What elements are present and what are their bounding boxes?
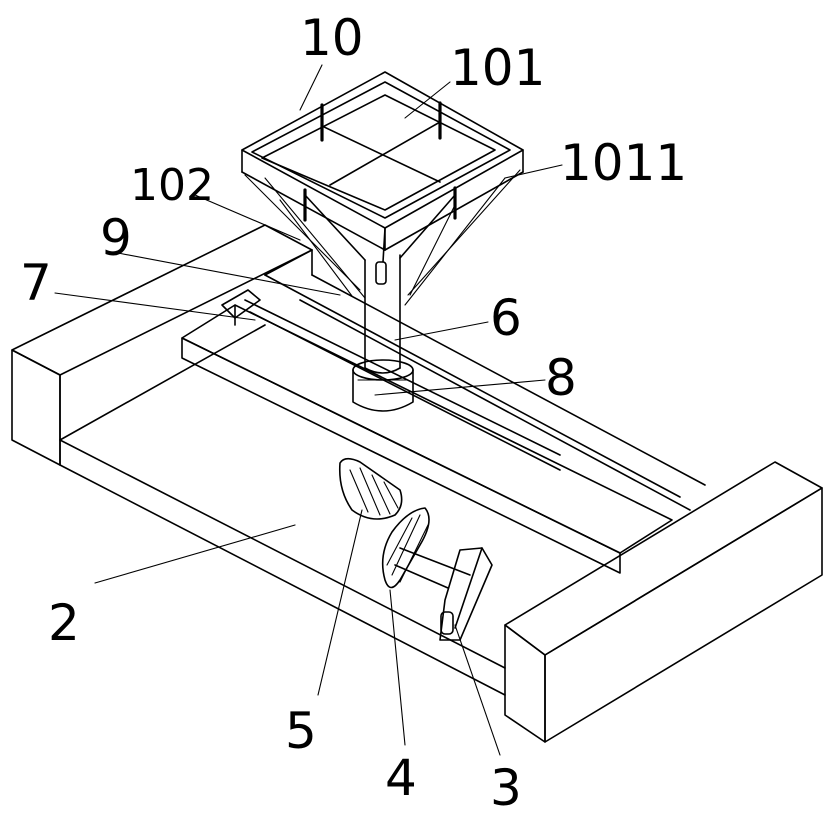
label-6: 6 [490, 289, 522, 347]
label-102: 102 [130, 160, 214, 211]
label-7: 7 [20, 254, 52, 312]
label-101: 101 [450, 39, 545, 97]
reference-numerals: 10 101 1011 102 9 7 6 8 2 5 4 3 [20, 9, 687, 817]
rotating-seat [352, 359, 414, 412]
gear-assembly [338, 457, 493, 641]
funnel-hopper [244, 169, 521, 306]
label-2: 2 [48, 594, 80, 652]
label-5: 5 [285, 702, 317, 760]
support-column [364, 254, 401, 374]
slide-bar [181, 289, 673, 574]
tray [241, 71, 524, 251]
label-10: 10 [300, 9, 364, 67]
label-9: 9 [100, 209, 132, 267]
label-1011: 1011 [560, 134, 687, 192]
leader-lines [54, 64, 563, 756]
label-8: 8 [545, 349, 577, 407]
label-3: 3 [490, 759, 522, 817]
label-4: 4 [385, 749, 417, 807]
base-frame [11, 224, 823, 743]
